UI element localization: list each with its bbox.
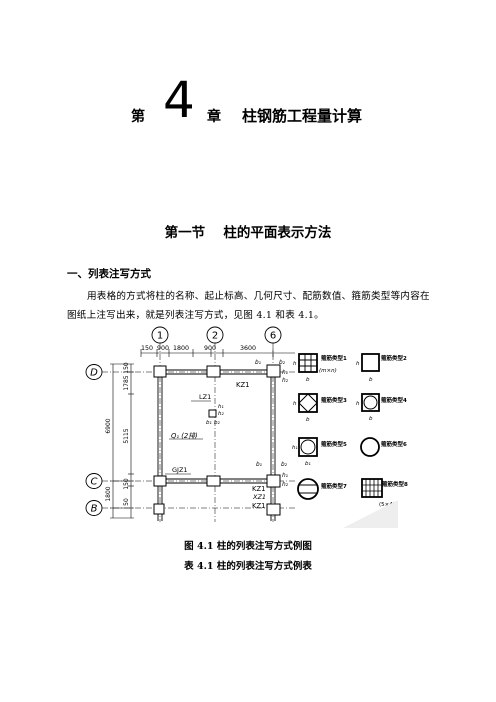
label-xz1: XZ1 (252, 493, 266, 501)
top-dim-5: 3600 (240, 345, 256, 352)
stirrup-7-label: 箍筋类型7 (320, 482, 347, 490)
axis-bubble-6: 6 (264, 326, 282, 344)
section-number: 第一节 (164, 225, 206, 241)
label-b2-top: b₂ (279, 360, 286, 366)
axis-label-2: 2 (212, 331, 218, 342)
stirrup-1-label: 箍筋类型1 (320, 354, 347, 362)
stirrup-4-b: b (369, 416, 373, 422)
label-h2-lz: h₂ (218, 411, 224, 417)
stirrup-3-b: b (306, 417, 310, 423)
label-h2-top: h₂ (282, 378, 289, 384)
stirrup-8-label: 箍筋类型8 (381, 480, 408, 488)
stirrup-1-b: b (306, 377, 310, 383)
chapter-suffix: 章 (207, 109, 221, 125)
stirrup-5-label: 箍筋类型5 (320, 440, 347, 448)
label-b2-bottom: b₂ (281, 462, 288, 468)
stirrup-3-label: 箍筋类型3 (320, 396, 347, 404)
label-h1-lz: h₁ (218, 404, 224, 410)
axis-bubble-D: D (85, 364, 103, 380)
stirrup-type-7: 箍筋类型7 (297, 478, 347, 500)
label-gjz1: GJZ1 (172, 466, 188, 474)
body-paragraph: 用表格的方式将柱的名称、起止标高、几何尺寸、配筋数值、箍筋类型等内容在图纸上注写… (67, 291, 430, 321)
chapter-prefix: 第 (131, 109, 145, 125)
stirrup-1-h: h (293, 361, 297, 367)
stirrup-2-h: h (356, 361, 360, 367)
axis-label-C: C (91, 477, 98, 488)
left-dim-150b: 150 (123, 478, 130, 490)
stirrup-type-4: 箍筋类型4 b h (356, 393, 407, 422)
axis-label-B: B (91, 504, 98, 515)
stirrup-type-2: 箍筋类型2 b h (356, 353, 407, 383)
top-dim-2: 900 (157, 345, 169, 352)
stirrup-4-label: 箍筋类型4 (380, 396, 407, 404)
top-dim-1: 150 (141, 345, 153, 352)
stirrup-type-6: 箍筋类型6 (360, 437, 407, 457)
left-dim-1800: 1800 (105, 486, 112, 501)
stirrup-1-sub: (m×n) (319, 368, 337, 374)
label-b2-lz: b₂ (214, 420, 220, 426)
chapter-heading: 第 4 章 柱钢筋工程量计算 (0, 72, 496, 132)
label-h1-top: h₁ (282, 370, 289, 376)
stirrup-2-label: 箍筋类型2 (380, 354, 407, 362)
chapter-number: 4 (163, 71, 195, 129)
section-name: 柱的平面表示方法 (223, 225, 332, 241)
axis-label-1: 1 (157, 331, 163, 342)
label-b1-top: b₁ (255, 360, 262, 366)
label-lz1: LZ1 (199, 393, 211, 401)
label-h2-bottom: h₂ (282, 482, 289, 488)
stirrup-type-8: 箍筋类型8 (5×4) (361, 478, 408, 508)
top-dim-4: 900 (204, 345, 216, 352)
left-dim-5115: 5115 (123, 428, 130, 443)
top-dim-3: 1800 (173, 345, 189, 352)
axis-label-6: 6 (270, 331, 276, 342)
stirrup-4-h: h (356, 401, 360, 407)
column-figure: 1 2 6 150 900 1800 900 3600 D C B 178 (73, 326, 408, 528)
axis-bubble-1: 1 (151, 326, 169, 344)
label-b1-lz: b₁ (206, 420, 212, 426)
stirrup-type-1: 箍筋类型1 (m×n) b h (293, 353, 347, 383)
axis-bubble-2: 2 (206, 326, 224, 344)
label-kz1-bottom: KZ1 (252, 502, 265, 510)
label-q1: Q₁ (2排) (171, 432, 198, 440)
stirrup-2-b: b (369, 377, 373, 383)
table-caption: 表 4.1 柱的列表注写方式例表 (184, 561, 312, 572)
label-b1-bottom: b₁ (256, 462, 263, 468)
stirrup-5-b: b₁ (305, 461, 311, 467)
left-dim-50: 50 (123, 498, 130, 506)
axis-bubble-C: C (85, 473, 103, 489)
label-kz1-mid: KZ1 (252, 485, 265, 493)
stirrup-3-h: h (293, 401, 297, 407)
label-kz1-top: KZ1 (236, 381, 249, 389)
left-dim-6900: 6900 (105, 418, 112, 433)
chapter-title: 柱钢筋工程量计算 (242, 107, 363, 125)
figure-caption: 图 4.1 柱的列表注写方式例图 (184, 541, 312, 552)
watermark-shape (343, 500, 398, 528)
stirrup-8-sub: (5×4) (379, 502, 395, 508)
label-h1-bottom: h₁ (282, 473, 289, 479)
stirrup-6-label: 箍筋类型6 (380, 440, 407, 448)
left-dim-1785: 1785 (123, 375, 130, 390)
left-dim-150a: 150 (123, 362, 130, 374)
section-title: 第一节 柱的平面表示方法 (0, 221, 496, 241)
stirrup-type-3: 箍筋类型3 b h (293, 393, 347, 423)
column-plan-drawing: 1 2 6 150 900 1800 900 3600 D C B 178 (85, 326, 408, 528)
stirrup-type-5: 箍筋类型5 b₁ h₁ (292, 437, 347, 467)
subsection-title: 一、列表注写方式 (67, 268, 151, 280)
stirrup-5-h: h₁ (292, 445, 298, 451)
axis-bubble-B: B (85, 500, 103, 516)
axis-label-D: D (90, 368, 98, 379)
